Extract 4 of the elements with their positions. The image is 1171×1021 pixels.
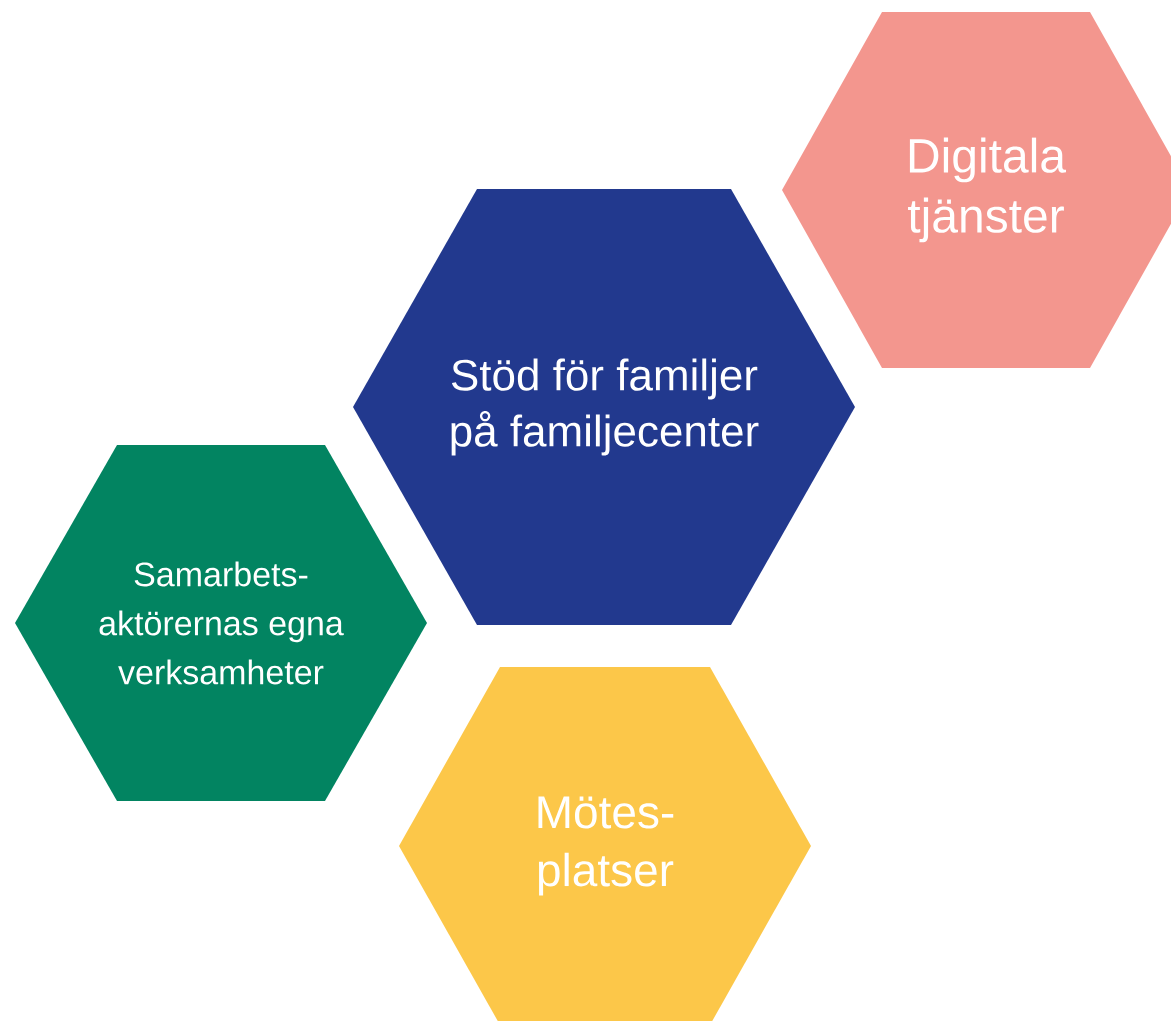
hexagon: Samarbets- aktörernas egna verksamheter [15,445,427,801]
hexagon: Stöd för familjer på familjecenter [353,189,855,625]
hexagon: Mötes- platser [399,667,811,1021]
hexagon: Digitala tjänster [782,12,1171,368]
